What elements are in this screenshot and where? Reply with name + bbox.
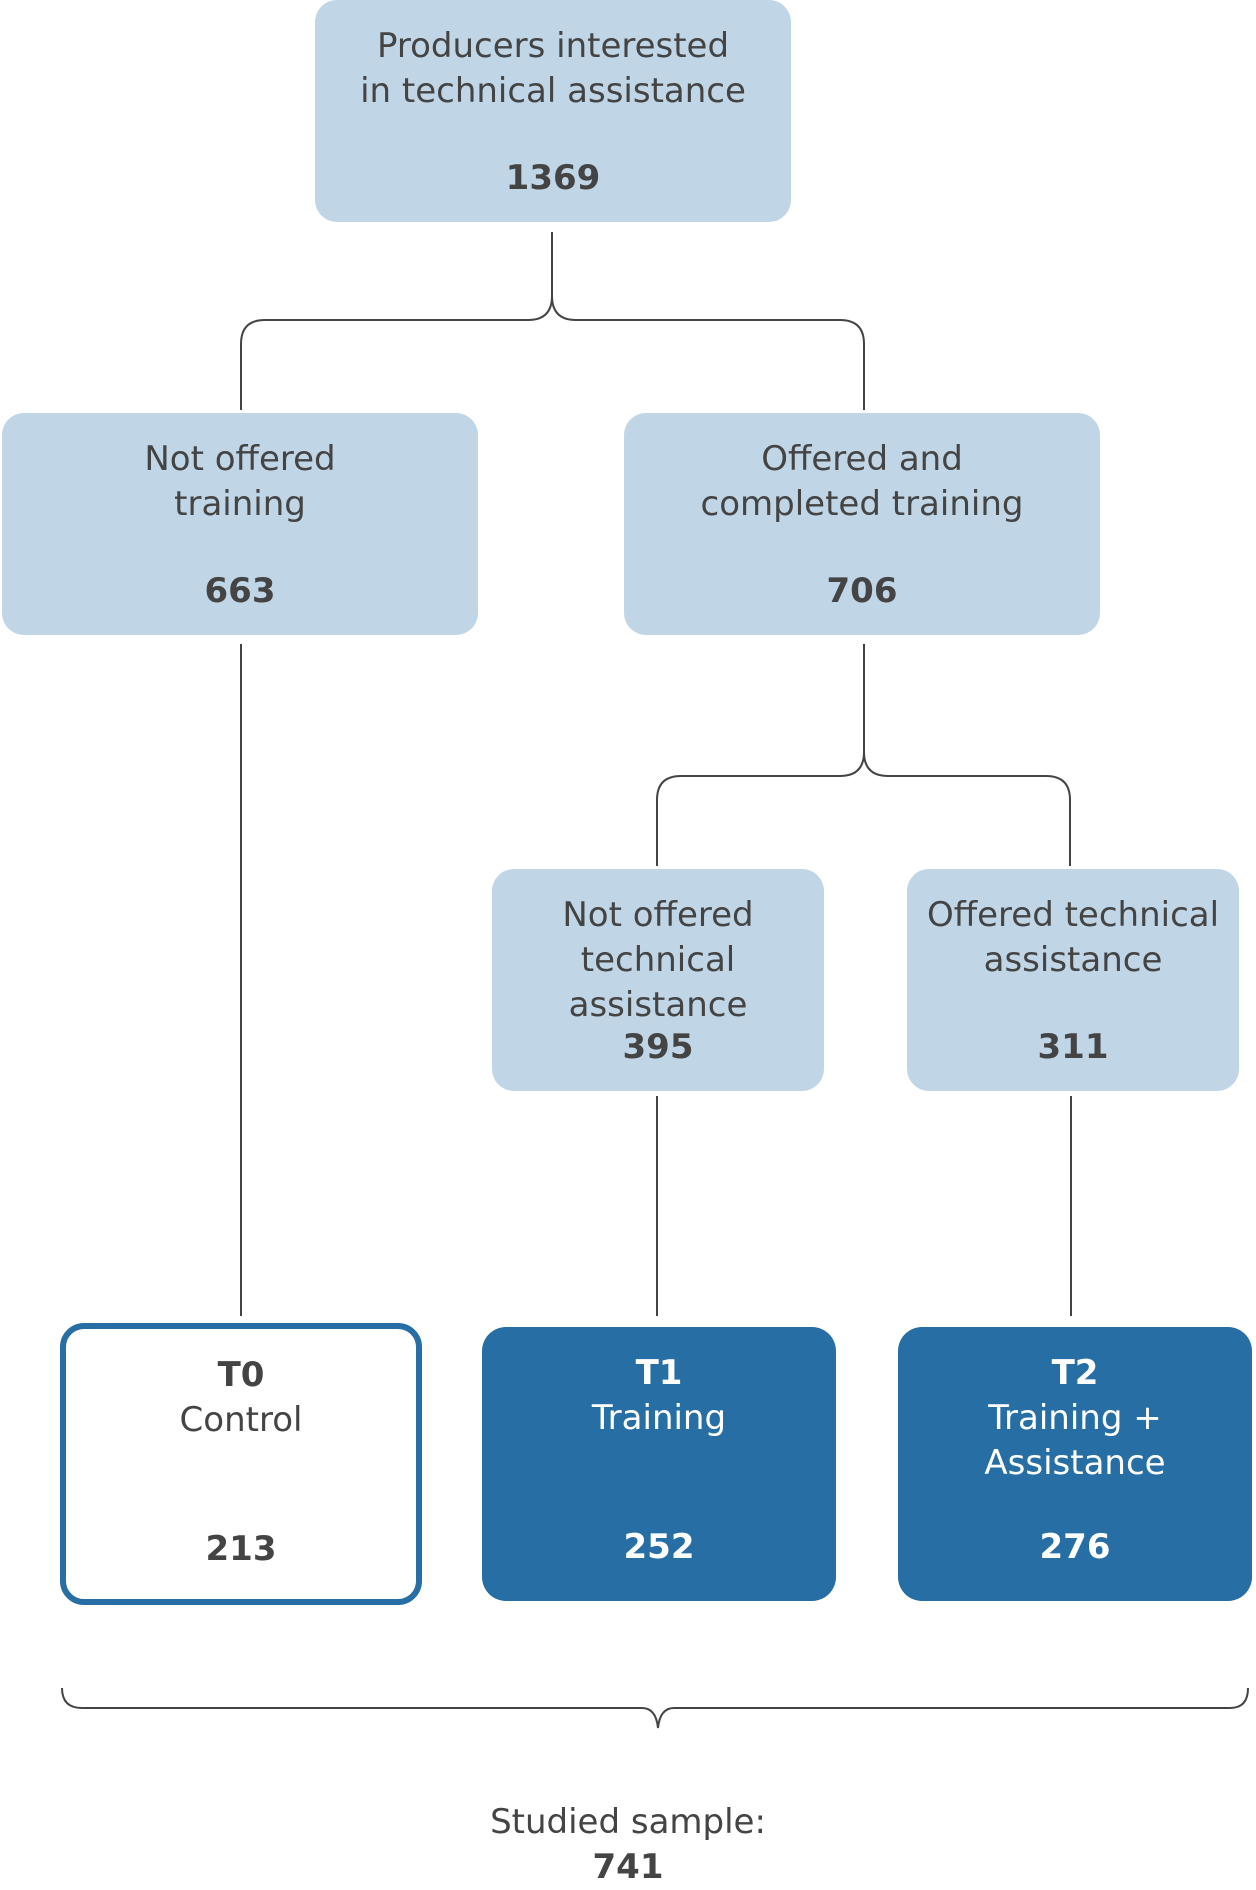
studied-sample-label: Studied sample:: [490, 1802, 766, 1842]
box-label: Not offered: [144, 439, 336, 479]
box-label: assistance: [568, 985, 748, 1025]
box-label: Offered and: [761, 439, 963, 479]
group-count: 213: [205, 1529, 277, 1569]
box-offered-training: Offered and completed training 706: [624, 413, 1100, 635]
box-t2-training-assistance: T2 Training + Assistance 276: [898, 1327, 1252, 1601]
box-offered-assistance: Offered technical assistance 311: [907, 869, 1239, 1091]
group-label: Assistance: [984, 1443, 1166, 1483]
box-t1-training: T1 Training 252: [482, 1327, 836, 1601]
box-label: Producers interested: [376, 26, 730, 66]
box-label: completed training: [700, 484, 1024, 524]
box-count: 1369: [505, 158, 601, 198]
box-producers-interested: Producers interested in technical assist…: [315, 0, 791, 222]
box-t0-control: T0 Control 213: [60, 1323, 422, 1605]
connector-root-split: [240, 232, 865, 410]
studied-sample-count: 741: [592, 1847, 664, 1887]
box-label: in technical assistance: [360, 71, 746, 111]
connector-training-split: [656, 644, 1071, 866]
group-count: 252: [623, 1527, 695, 1567]
box-label: Offered technical: [926, 895, 1220, 935]
group-label: Training +: [988, 1398, 1162, 1438]
box-not-offered-assistance: Not offered technical assistance 395: [492, 869, 824, 1091]
group-count: 276: [1039, 1527, 1111, 1567]
box-label: training: [174, 484, 306, 524]
studied-sample: Studied sample: 741: [0, 1800, 1256, 1890]
box-not-offered-training: Not offered training 663: [2, 413, 478, 635]
box-count: 706: [826, 571, 898, 611]
box-count: 663: [204, 571, 276, 611]
group-label: Control: [179, 1400, 303, 1440]
box-count: 395: [622, 1027, 694, 1067]
box-label: assistance: [983, 940, 1163, 980]
sample-bracket: [61, 1687, 1249, 1729]
box-count: 311: [1037, 1027, 1109, 1067]
box-label: Not offered: [562, 895, 754, 935]
box-label: technical: [580, 940, 736, 980]
group-label: Training: [591, 1398, 727, 1438]
group-code: T0: [217, 1355, 265, 1395]
group-code: T2: [1051, 1353, 1099, 1393]
group-code: T1: [635, 1353, 683, 1393]
